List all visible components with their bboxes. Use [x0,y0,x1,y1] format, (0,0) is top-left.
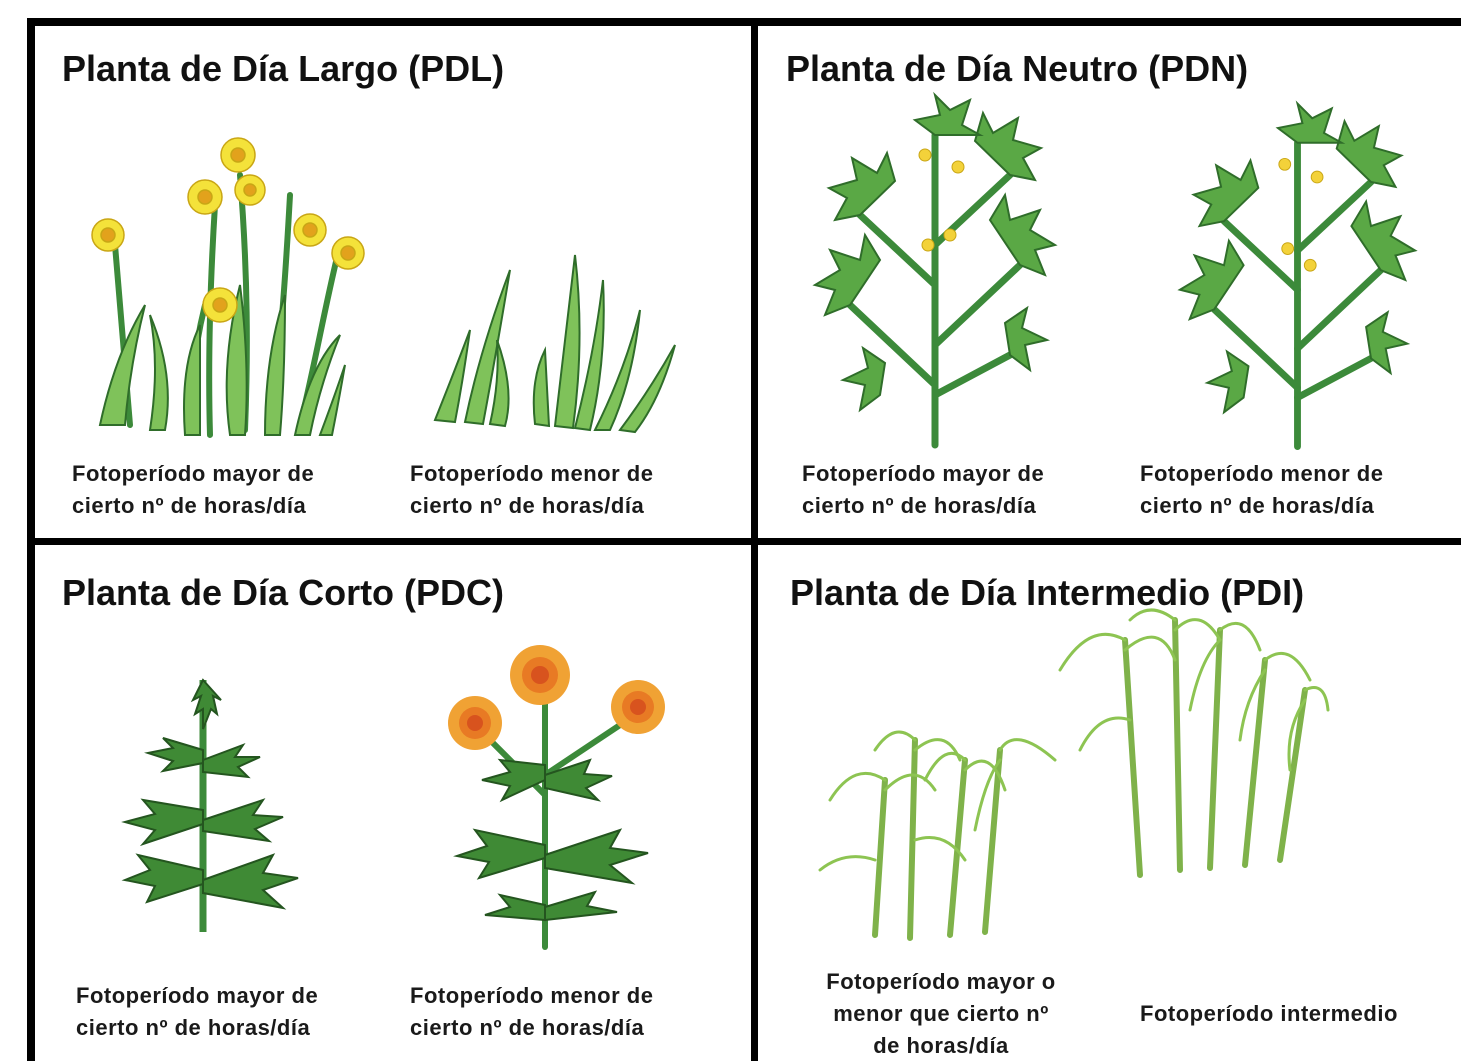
caption-pdl-right: Fotoperíodo menor de cierto nº de horas/… [410,458,653,522]
chrysanthemum-flowering-icon [440,645,675,950]
chrysanthemum-leaves-icon [115,670,310,935]
daffodil-leaves-icon [425,250,685,435]
caption-pdl-left: Fotoperíodo mayor de cierto nº de horas/… [72,458,314,522]
caption-pdn-right: Fotoperíodo menor de cierto nº de horas/… [1140,458,1383,522]
caption-pdc-right: Fotoperíodo menor de cierto nº de horas/… [410,980,653,1044]
daffodil-flowers [92,138,364,322]
sugarcane-tall-icon [1050,600,1330,880]
daffodil-flowering-icon [70,125,390,445]
panel-title-pdn: Planta de Día Neutro (PDN) [786,48,1248,90]
caption-pdn-left: Fotoperíodo mayor de cierto nº de horas/… [802,458,1044,522]
caption-pdi-left: Fotoperíodo mayor o menor que cierto nº … [796,966,1086,1062]
horizontal-divider [27,538,1461,545]
chrysanthemum-flowers [448,645,665,750]
panel-title-pdl: Planta de Día Largo (PDL) [62,48,504,90]
tomato-plant-icon [810,95,1060,450]
caption-pdi-right: Fotoperíodo intermedio [1140,998,1398,1030]
panel-title-pdc: Planta de Día Corto (PDC) [62,572,504,614]
sugarcane-short-icon [815,720,1065,940]
tomato-plant-icon-2 [1175,100,1420,455]
caption-pdc-left: Fotoperíodo mayor de cierto nº de horas/… [76,980,318,1044]
